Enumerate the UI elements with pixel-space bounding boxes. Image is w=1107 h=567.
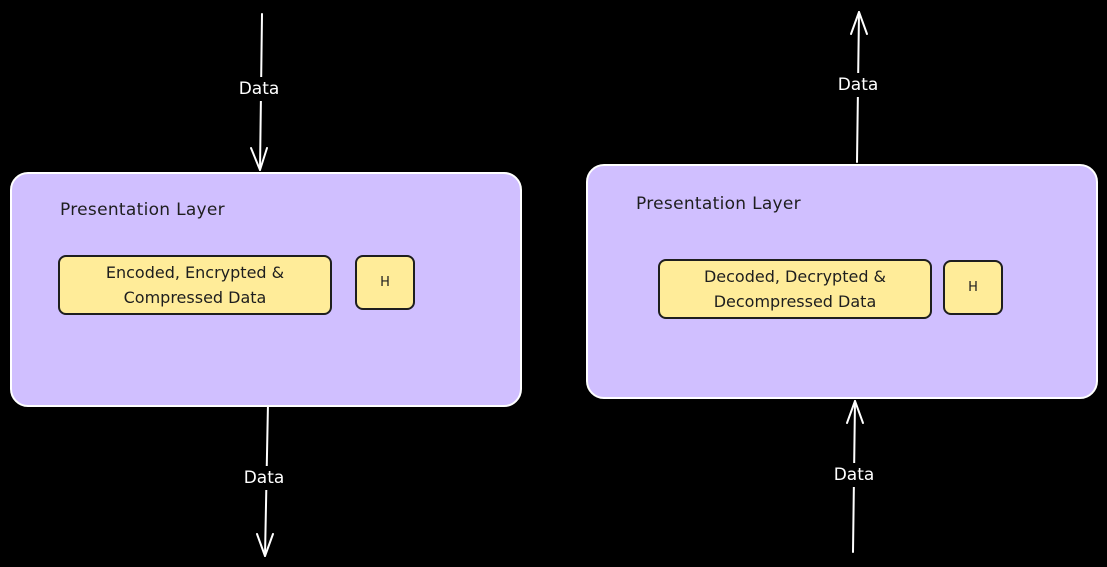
left-layer-title: Presentation Layer <box>60 200 225 220</box>
left-bottom-data-label: Data <box>240 466 288 490</box>
right-data-box-line2: Decompressed Data <box>713 292 877 311</box>
right-top-data-label: Data <box>834 73 882 97</box>
right-bottom-data-label: Data <box>830 463 878 487</box>
right-presentation-layer: Presentation Layer Decoded, Decrypted & … <box>586 164 1098 399</box>
left-incoming-arrowhead <box>250 147 268 171</box>
left-data-box-line2: Compressed Data <box>123 288 267 307</box>
right-data-box-line1: Decoded, Decrypted & <box>703 267 887 286</box>
right-decoded-data-box: Decoded, Decrypted & Decompressed Data <box>658 259 932 319</box>
left-outgoing-arrowhead <box>256 533 274 557</box>
right-outgoing-arrowhead <box>850 11 868 35</box>
left-presentation-layer: Presentation Layer Encoded, Encrypted & … <box>10 172 522 407</box>
left-header-label: H <box>380 275 390 290</box>
right-incoming-arrowhead <box>846 400 864 424</box>
left-encoded-data-box: Encoded, Encrypted & Compressed Data <box>58 255 332 315</box>
left-top-data-label: Data <box>235 77 283 101</box>
left-header-box: H <box>355 255 415 310</box>
right-header-label: H <box>968 280 978 295</box>
right-header-box: H <box>943 260 1003 315</box>
right-layer-title: Presentation Layer <box>636 194 801 214</box>
left-data-box-line1: Encoded, Encrypted & <box>105 263 285 282</box>
